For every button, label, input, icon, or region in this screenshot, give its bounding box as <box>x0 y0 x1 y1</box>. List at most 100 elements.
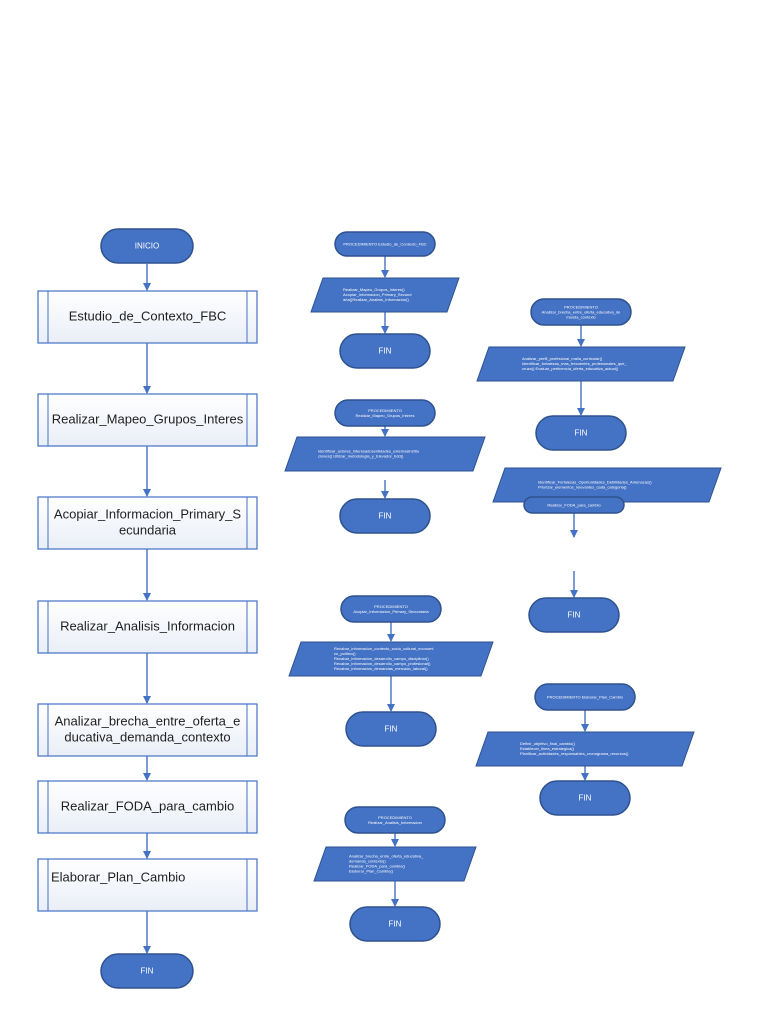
data-label: Elaborar_Plan_Cambio() <box>349 869 394 874</box>
data-shape <box>476 346 686 382</box>
data-label: Planificar_actividades_responsables_cron… <box>520 751 629 756</box>
terminal-shape <box>100 953 194 989</box>
terminal-shape <box>534 683 636 711</box>
procedure-end: FIN <box>528 597 620 633</box>
procedure-title: PROCEDIMIENTORealizar_Analisis_Informaci… <box>344 806 446 834</box>
terminal-label: PROCEDIMIENTO <box>374 604 408 609</box>
data-label: Recabar_informacion_contexto_socio_cultu… <box>334 646 434 651</box>
data-label: Identificar_actores_interesadosentidades… <box>318 449 419 454</box>
data-shape <box>284 436 486 472</box>
terminal-shape <box>340 595 442 623</box>
terminal-label: FIN <box>379 347 392 356</box>
process-box <box>37 290 258 344</box>
procedure-title: PROCEDIMIENTOAnalizar_brecha_entre_ofert… <box>530 298 632 326</box>
terminal-label: PROCEDIMIENTO <box>378 815 412 820</box>
terminal-label: PROCEDIMIENTO <box>564 305 598 310</box>
main-flow: INICIOEstudio_de_Contexto_FBCRealizar_Ma… <box>37 228 258 989</box>
process-label: Estudio_de_Contexto_FBC <box>69 308 227 323</box>
data-label: ciones() Utilizar_metodologia_y_Elevador… <box>318 454 404 459</box>
terminal-label: manda_contexto <box>566 315 596 320</box>
terminal-label: Realizar_Analisis_Informacion <box>368 820 422 825</box>
data-label: Recabar_informacion_desarrollo_campo_pro… <box>334 661 431 666</box>
process-box <box>37 858 258 912</box>
terminal-label: PROCEDIMIENTO <box>368 408 402 413</box>
terminal-shape <box>344 806 446 834</box>
process-label: Acopiar_Informacion_Primary_S <box>54 506 241 521</box>
terminal-label: PROCEDIMIENTO Estudio_de_Contexto_FBC <box>343 242 426 247</box>
data-label: Priorizar_elementos_relevantes_cada_cate… <box>538 485 627 490</box>
data-label: Analizar_perfil_profesional_malla_curric… <box>522 356 603 361</box>
data-label: co_politico() <box>334 651 356 656</box>
terminal-label: Realizar_FODA_para_cambio <box>547 503 601 508</box>
terminal-shape <box>334 231 436 257</box>
data-shape <box>492 467 722 503</box>
terminal-shape <box>523 496 625 514</box>
data-label: Establecer_linea_estrategica() <box>520 746 575 751</box>
data-shape <box>313 846 477 882</box>
terminal-shape <box>539 780 631 816</box>
process-box <box>37 393 258 447</box>
data-shape <box>310 277 460 313</box>
process-label: Realizar_Mapeo_Grupos_Interes <box>52 411 244 426</box>
process-box <box>37 703 258 757</box>
procedure-end: FIN <box>339 333 431 369</box>
predefined-process-4: Realizar_Analisis_Informacion <box>37 600 258 654</box>
procedure-end: FIN <box>535 415 627 451</box>
procedure-end: FIN <box>539 780 631 816</box>
procedure-flow-4: PROCEDIMIENTORealizar_Analisis_Informaci… <box>313 806 477 942</box>
procedure-end: FIN <box>345 711 437 747</box>
terminal-label: FIN <box>385 725 398 734</box>
procedure-end: FIN <box>339 498 431 534</box>
terminal-label: PROCEDIMIENTO Elaborar_Plan_Cambio <box>547 695 624 700</box>
terminal-shape <box>334 399 436 427</box>
data-label: Analizar_brecha_entre_oferta_educativa_ <box>349 854 424 859</box>
procedure-flow-6: Identificar_Fortalezas_Oportunidades_Deb… <box>492 467 722 633</box>
terminal-shape <box>535 415 627 451</box>
procedure-title: PROCEDIMIENTO Estudio_de_Contexto_FBC <box>334 231 436 257</box>
procedure-flow-7: PROCEDIMIENTO Elaborar_Plan_CambioDefini… <box>475 683 695 816</box>
terminal-label: Acopiar_Informacion_Primary_Secundaria <box>353 609 429 614</box>
terminal-label: FIN <box>579 794 592 803</box>
terminal-shape <box>528 597 620 633</box>
procedure-flow-3: PROCEDIMIENTOAcopiar_Informacion_Primary… <box>288 595 494 747</box>
procedure-flows: PROCEDIMIENTO Estudio_de_Contexto_FBC Rea… <box>284 231 722 942</box>
procedure-end: FIN <box>349 906 441 942</box>
data-label: cruza() Evaluar_pertinencia_oferta_educa… <box>522 366 619 371</box>
predefined-process-3: Acopiar_Informacion_Primary_Secundaria <box>37 496 258 550</box>
data-shape <box>288 641 494 677</box>
predefined-process-1: Estudio_de_Contexto_FBC <box>37 290 258 344</box>
predefined-process-6: Realizar_FODA_para_cambio <box>37 780 258 834</box>
terminal-label: FIN <box>141 967 154 976</box>
procedure-flow-5: PROCEDIMIENTOAnalizar_brecha_entre_ofert… <box>476 298 686 451</box>
terminal-label: Realizar_Mapeo_Grupos_Interes <box>356 413 415 418</box>
terminal-label: Analizar_brecha_entre_oferta_educativa_d… <box>542 310 621 315</box>
terminal-label: FIN <box>389 920 402 929</box>
procedure-flow-1: PROCEDIMIENTO Estudio_de_Contexto_FBC Rea… <box>310 231 460 369</box>
process-label: Realizar_Analisis_Informacion <box>60 618 235 633</box>
data-label: Acopiar_Informacion_Primary_Secund <box>343 292 411 297</box>
procedure-title: Realizar_FODA_para_cambio <box>523 496 625 514</box>
data-label: aria()Realizar_Analisis_Informacion() <box>343 297 409 302</box>
data-label: Recabar_informacion_demandas_mercado_lab… <box>334 666 428 671</box>
data-label: Realizar_FODA_para_cambio() <box>349 864 406 869</box>
procedure-title: PROCEDIMIENTORealizar_Mapeo_Grupos_Inter… <box>334 399 436 427</box>
procedure-flow-2: PROCEDIMIENTORealizar_Mapeo_Grupos_Inter… <box>284 399 486 534</box>
process-label: Analizar_brecha_entre_oferta_e <box>55 713 241 728</box>
terminal-shape <box>339 498 431 534</box>
data-label: Definir_objetivo_final_cambio() <box>520 741 576 746</box>
predefined-process-5: Analizar_brecha_entre_oferta_educativa_d… <box>37 703 258 757</box>
data-label: Identificar_fortalezas_mas_frecuentes_pr… <box>522 361 628 366</box>
end-terminal: FIN <box>100 953 194 989</box>
terminal-shape <box>345 711 437 747</box>
terminal-label: FIN <box>379 512 392 521</box>
data-label: Identificar_Fortalezas_Oportunidades_Deb… <box>538 480 652 485</box>
procedure-data: Analizar_brecha_entre_oferta_educativa_d… <box>313 846 477 882</box>
predefined-process-2: Realizar_Mapeo_Grupos_Interes <box>37 393 258 447</box>
terminal-label: FIN <box>575 429 588 438</box>
terminal-label: FIN <box>568 611 581 620</box>
data-label: demanda_contexto() <box>349 859 386 864</box>
procedure-data: Realizar_Mapeo_Grupos_Interes()Acopiar_I… <box>310 277 460 313</box>
data-label: Realizar_Mapeo_Grupos_Interes() <box>343 287 405 292</box>
procedure-data: Definir_objetivo_final_cambio()Establece… <box>475 731 695 767</box>
